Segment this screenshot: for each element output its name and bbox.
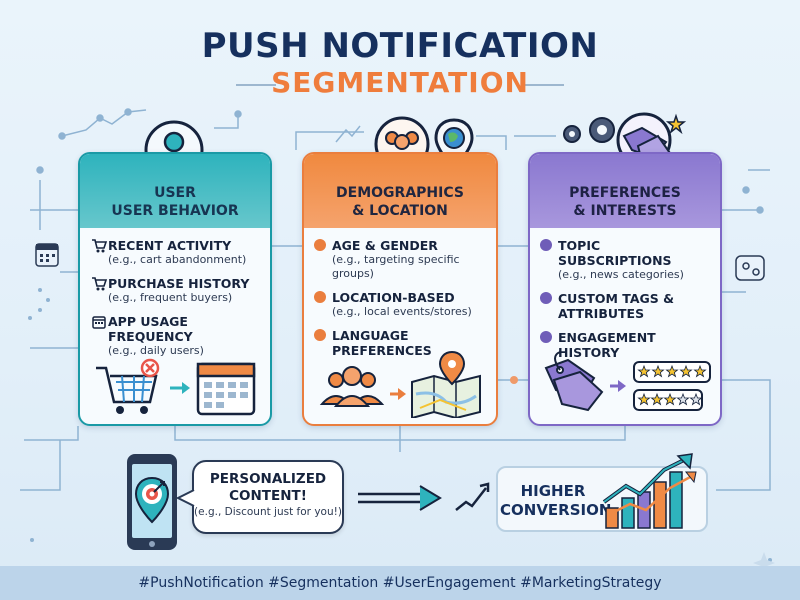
conversion-label: HIGHER CONVERSION [500,482,612,520]
item-title-continued: ATTRIBUTES [558,306,645,321]
personalized-line1: PERSONALIZED [209,471,327,487]
list-item: CUSTOM TAGS & ATTRIBUTES [540,291,710,321]
item-title: LANGUAGE [332,328,409,343]
bubble-tail [176,489,195,507]
item-title: APP USAGE FREQUENCY [108,314,193,344]
preferences-heading-line1: PREFERENCES [569,185,681,201]
cart-to-calendar-illustration [96,358,256,416]
item-title-continued: PREFERENCES [332,343,432,358]
subtitle-divider-right [524,84,564,86]
calendar-icon [196,362,256,416]
user-behavior-card-header: USER USER BEHAVIOR [80,154,270,228]
growth-chart-icon [602,453,697,529]
item-subtitle: (e.g., targeting specific groups) [332,253,460,280]
trend-up-icon [455,482,490,511]
bullet-dot [540,331,552,343]
item-subtitle: (e.g., frequent buyers) [108,291,233,304]
cart-icon [92,239,108,253]
item-title: CUSTOM TAGS & [558,291,675,306]
tags-ratings-illustration [544,351,711,412]
subtitle-divider-left [236,84,276,86]
item-subtitle: (e.g., cart abandonment) [108,253,247,266]
group-to-map-illustration [319,350,481,418]
list-item: TOPIC SUBSCRIPTIONS (e.g., news categori… [540,238,710,282]
bullet-dot [540,292,552,304]
preferences-card-header: PREFERENCES & INTERESTS [530,154,720,228]
user-behavior-heading-line1: USER [154,185,196,201]
phone-target-icon [127,454,177,550]
personalized-example: (e.g., Discount just for you!) [194,506,342,518]
user-behavior-heading-line2: USER BEHAVIOR [111,203,239,219]
item-title: LOCATION-BASED [332,290,455,305]
bullet-dot [314,291,326,303]
personalized-line2: CONTENT! [229,488,307,504]
item-title: PURCHASE HISTORY [108,276,250,291]
item-title: ENGAGEMENT HISTORY [558,330,656,360]
small-calendar-icon [35,243,59,267]
item-subtitle: (e.g., news categories) [558,268,684,281]
conversion-line2: CONVERSION [500,501,612,519]
demographics-card: DEMOGRAPHICS & LOCATION AGE & GENDER (e.… [302,152,498,426]
calendar-icon [92,316,106,329]
conversion-line1: HIGHER [520,482,586,500]
shopping-cart-icon [96,358,160,414]
item-subtitle: (e.g., daily users) [108,344,204,357]
people-group-icon [319,366,385,407]
user-behavior-card: USER USER BEHAVIOR RECENT ACTIVITY (e.g.… [78,152,272,426]
bullet-dot [540,239,552,251]
list-item: ENGAGEMENT HISTORY [540,330,710,360]
item-title: RECENT ACTIVITY [108,238,232,253]
list-item: APP USAGE FREQUENCY (e.g., daily users) [90,314,260,358]
list-item: LANGUAGE PREFERENCES [314,328,486,358]
hashtag-footer: #PushNotification #Segmentation #UserEng… [0,566,800,600]
list-item: RECENT ACTIVITY (e.g., cart abandonment) [90,238,260,267]
bullet-dot [314,329,326,341]
map-icon [411,350,481,418]
item-title: AGE & GENDER [332,238,438,253]
item-subtitle: (e.g., local events/stores) [332,305,472,318]
page-subtitle: SEGMENTATION [271,66,529,99]
arrow-right-icon [170,382,190,394]
star-rating-icon [633,389,703,411]
demographics-card-header: DEMOGRAPHICS & LOCATION [304,154,496,228]
arrow-right-icon [390,388,406,400]
demographics-heading-line1: DEMOGRAPHICS [336,185,464,201]
bullet-dot [314,239,326,251]
arrow-right-icon [610,380,626,392]
page-title: PUSH NOTIFICATION [201,26,599,66]
small-tag-icon [735,255,765,281]
list-item: AGE & GENDER (e.g., targeting specific g… [314,238,486,281]
tags-icon [544,351,604,412]
preferences-card: PREFERENCES & INTERESTS TOPIC SUBSCRIPTI… [528,152,722,426]
star-rating-icon [633,361,711,383]
personalized-content-bubble: PERSONALIZED CONTENT! (e.g., Discount ju… [192,460,344,534]
cart-icon [92,277,108,291]
item-title: TOPIC SUBSCRIPTIONS [558,238,672,268]
demographics-heading-line2: & LOCATION [352,203,448,219]
preferences-heading-line2: & INTERESTS [573,203,677,219]
list-item: LOCATION-BASED (e.g., local events/store… [314,290,486,319]
list-item: PURCHASE HISTORY (e.g., frequent buyers) [90,276,260,305]
flow-arrow-icon [358,485,442,511]
